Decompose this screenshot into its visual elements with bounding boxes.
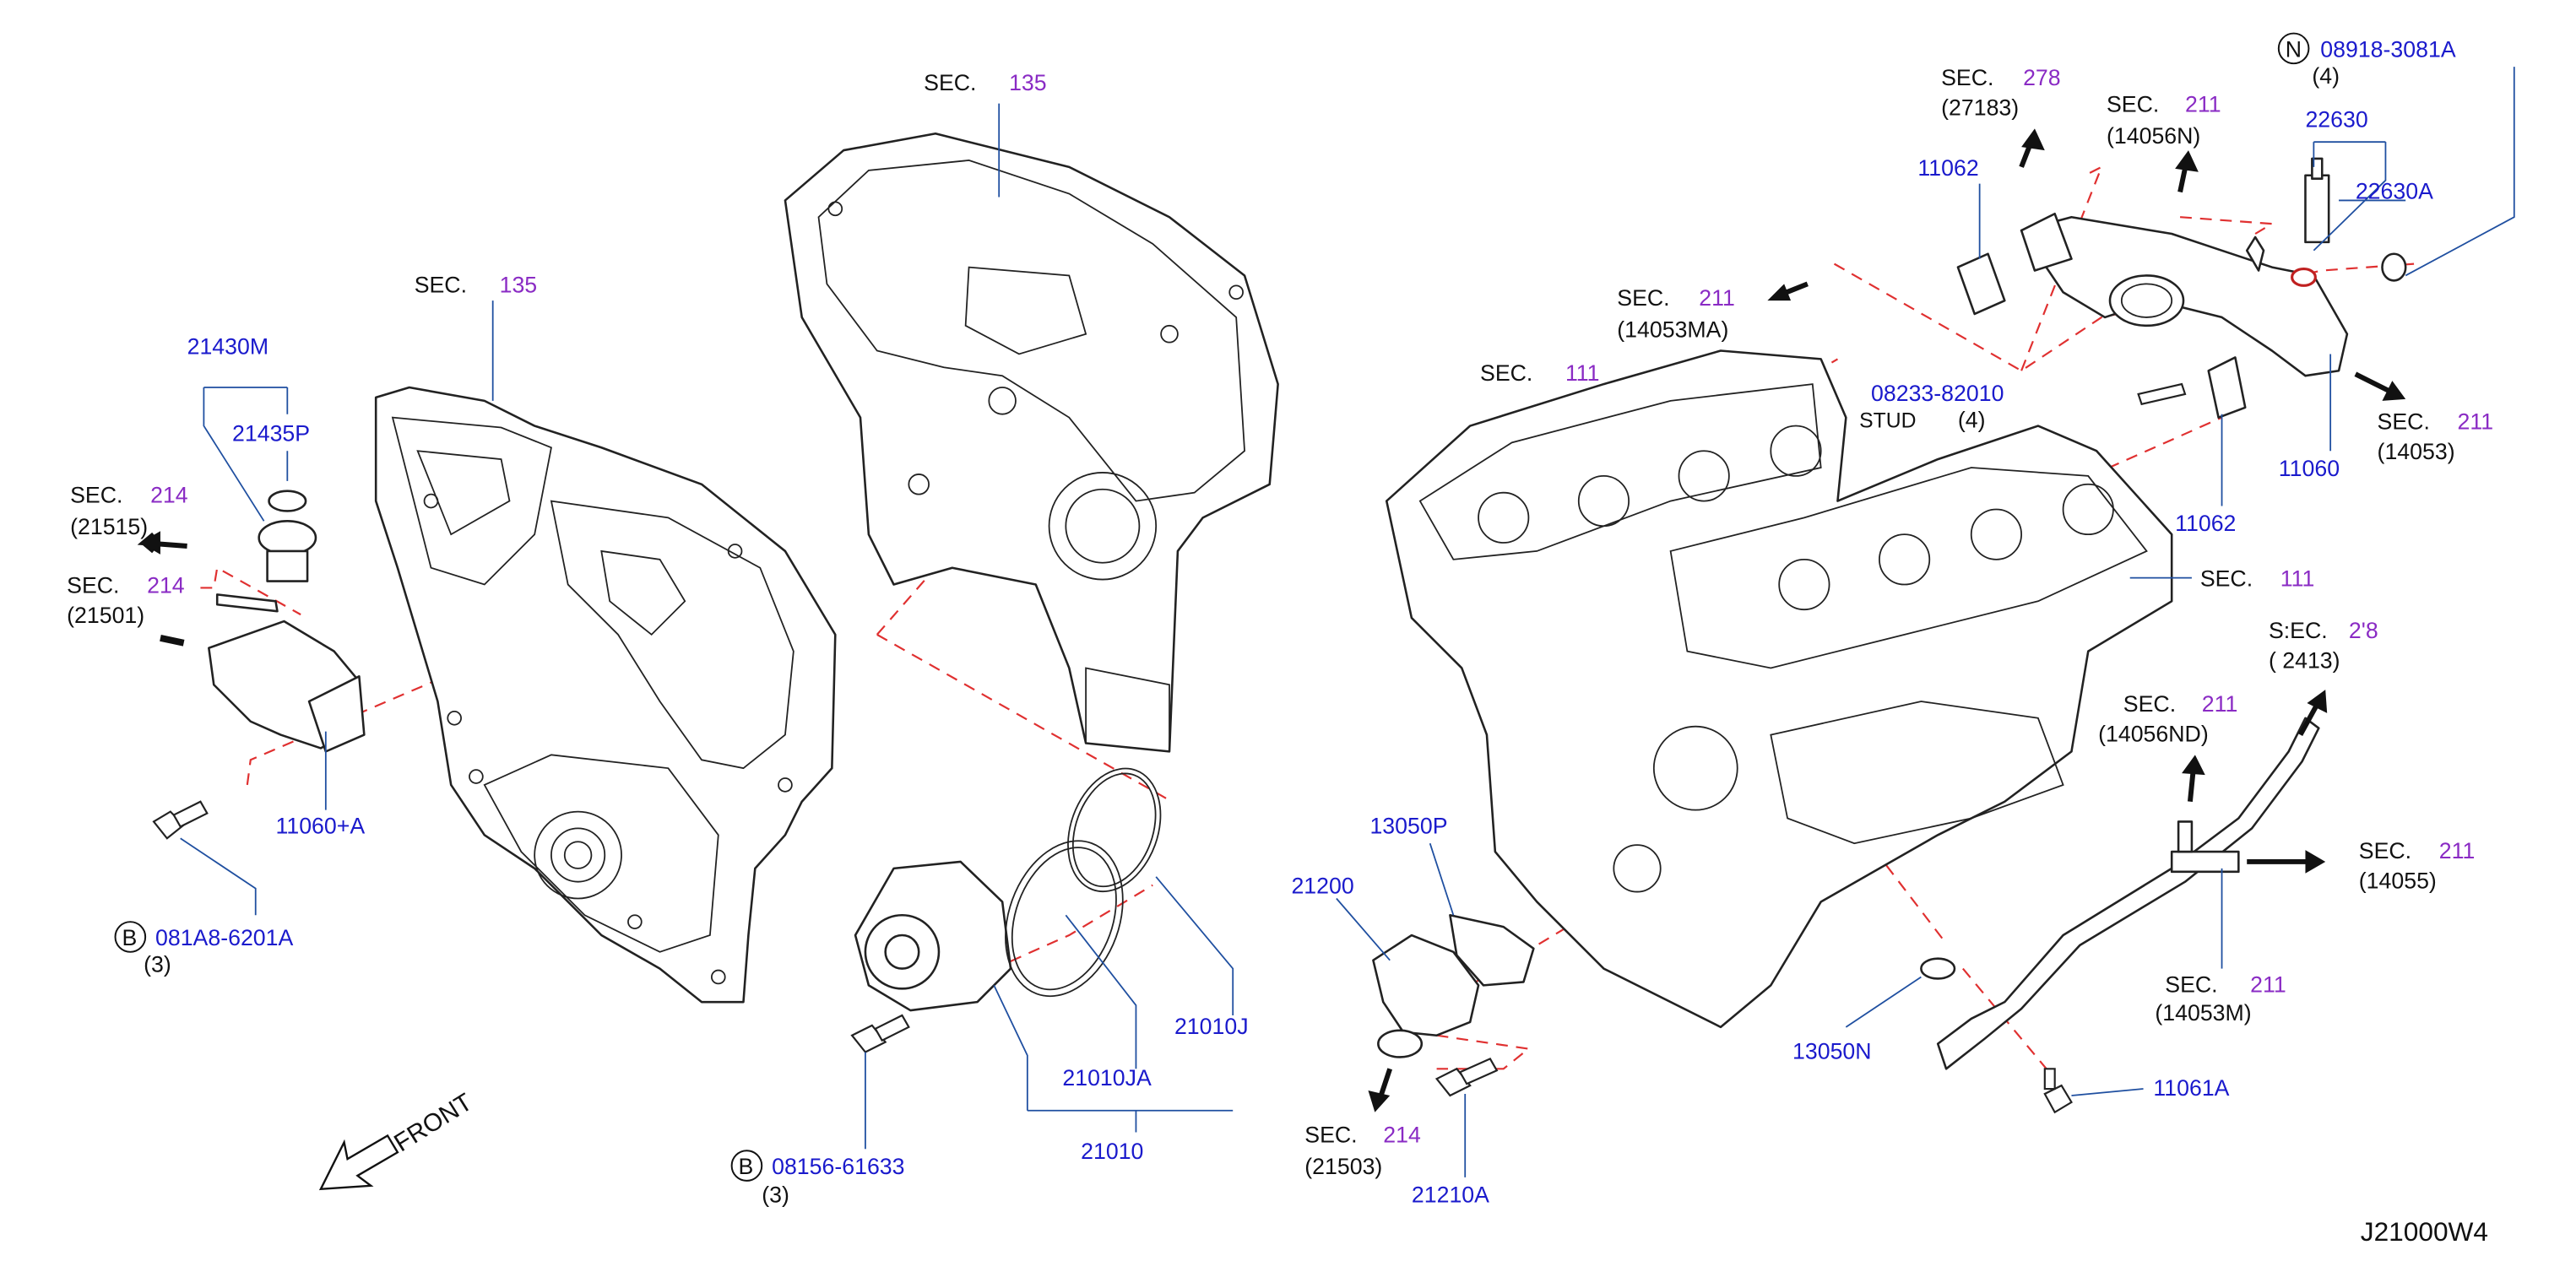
part-number: 08233-82010 — [1871, 381, 2004, 406]
sec-number: 111 — [1565, 360, 1600, 386]
part-labels: 21430M 21435P 11060+A 081A8-6201A (3) 21… — [144, 36, 2456, 1207]
svg-text:B: B — [122, 925, 137, 950]
part-number: 11060 — [2279, 456, 2340, 481]
front-arrow-icon — [318, 1134, 399, 1191]
sec-number: 278 — [2023, 65, 2061, 90]
svg-text:N: N — [2286, 36, 2302, 62]
part-number: 22630 — [2305, 106, 2367, 132]
temp-sensor — [2291, 157, 2330, 287]
sec-ref: (14053M) — [2155, 1000, 2251, 1026]
stud-08233 — [2137, 382, 2187, 406]
sec-number: 211 — [2439, 838, 2476, 863]
sec-label: SEC. — [1304, 1122, 1357, 1147]
circled-markers: B B N — [114, 32, 2310, 1182]
sec-ref: ( 2413) — [2269, 647, 2340, 673]
water-pump — [854, 767, 1162, 1012]
svg-text:B: B — [739, 1154, 754, 1179]
sec-ref: (21501) — [67, 603, 144, 628]
sec-label: SEC. — [70, 483, 122, 508]
sec-ref: (14053) — [2378, 439, 2455, 464]
part-number: 22630A — [2356, 178, 2433, 203]
part-number: 13050P — [1369, 813, 1447, 838]
diagram-code: J21000W4 — [2361, 1216, 2488, 1247]
part-number: 21010J — [1174, 1014, 1249, 1039]
bolt-21210a — [1434, 1058, 1499, 1097]
sec-number: 135 — [1009, 70, 1047, 95]
sec-label: SEC. — [2123, 691, 2176, 717]
bolt-081a8 — [152, 800, 209, 840]
sec-number: 214 — [147, 572, 185, 598]
sec-label: SEC. — [2200, 566, 2253, 591]
part-qty: (4) — [2312, 63, 2340, 89]
front-timing-cover — [374, 386, 837, 1004]
sec-label: SEC. — [1480, 360, 1532, 386]
bolt-11061a — [2043, 1068, 2073, 1114]
direction-arrows — [137, 128, 2406, 1191]
sec-label: SEC. — [2359, 838, 2411, 863]
sec-ref: (14055) — [2359, 869, 2437, 894]
sec-label: SEC. — [2378, 409, 2430, 435]
thermostat-housing-left — [208, 490, 366, 753]
sec-number: 135 — [500, 272, 538, 297]
part-qty: (3) — [762, 1183, 789, 1208]
section-labels: SEC. 135 SEC. 135 SEC. 214 (21515) SEC. … — [67, 65, 2493, 1179]
part-number: 21435P — [232, 420, 310, 446]
sec-number: 111 — [2280, 566, 2315, 591]
sec-number: 211 — [2202, 691, 2238, 717]
part-number: 08918-3081A — [2320, 36, 2456, 62]
part-number: 081A8-6201A — [155, 925, 294, 950]
sec-label: SEC. — [1617, 285, 1669, 311]
part-number: 21200 — [1291, 874, 1353, 899]
sec-ref: (21503) — [1304, 1154, 1382, 1179]
front-label: FRONT — [389, 1088, 477, 1157]
part-number: 21210A — [1412, 1183, 1489, 1208]
leader-lines — [180, 67, 2515, 1177]
sec-ref: (14056N) — [2107, 123, 2200, 149]
sec-ref: (14053MA) — [1617, 317, 1728, 343]
bolt-08156 — [850, 1014, 910, 1053]
engine-block — [1385, 349, 2173, 1029]
rear-timing-cover — [784, 133, 1279, 753]
part-number: 21010 — [1081, 1139, 1143, 1164]
sec-label: SEC. — [1941, 65, 1993, 90]
part-number: 13050N — [1792, 1038, 1872, 1063]
part-qty: (4) — [1958, 408, 1986, 433]
water-pipe-upper — [1956, 212, 2407, 419]
sec-number: 2'8 — [2349, 618, 2378, 643]
sec-ref: (21515) — [70, 514, 148, 539]
part-number: 11062 — [2175, 511, 2236, 536]
part-number: 21010JA — [1062, 1065, 1152, 1091]
part-number: 11062 — [1917, 155, 1978, 181]
part-number: 11061A — [2153, 1075, 2229, 1101]
sec-number: 214 — [150, 483, 188, 508]
stud-label: STUD — [1859, 410, 1916, 433]
sec-number: 211 — [1699, 285, 1735, 311]
part-number: 11060+A — [275, 813, 365, 838]
water-pipe-lower — [1920, 717, 2320, 1070]
sec-label: SEC. — [2107, 92, 2159, 117]
sec-number: 211 — [2458, 409, 2494, 435]
part-number: 21430M — [187, 333, 269, 359]
sec-label: SEC. — [924, 70, 976, 95]
sec-label: SEC. — [67, 572, 119, 598]
sec-number: 211 — [2185, 92, 2221, 117]
sec-label: SEC. — [2165, 971, 2217, 997]
sec-number: 214 — [1383, 1122, 1421, 1147]
part-number: 08156-61633 — [772, 1154, 904, 1179]
thermostat-housing-lower — [1372, 913, 1535, 1058]
sec-ref: (27183) — [1941, 95, 2019, 121]
part-qty: (3) — [144, 952, 171, 977]
sec-label: S:EC. — [2269, 618, 2328, 643]
sec-label: SEC. — [415, 272, 467, 297]
sec-ref: (14056ND) — [2098, 721, 2209, 746]
sec-number: 211 — [2250, 971, 2286, 997]
